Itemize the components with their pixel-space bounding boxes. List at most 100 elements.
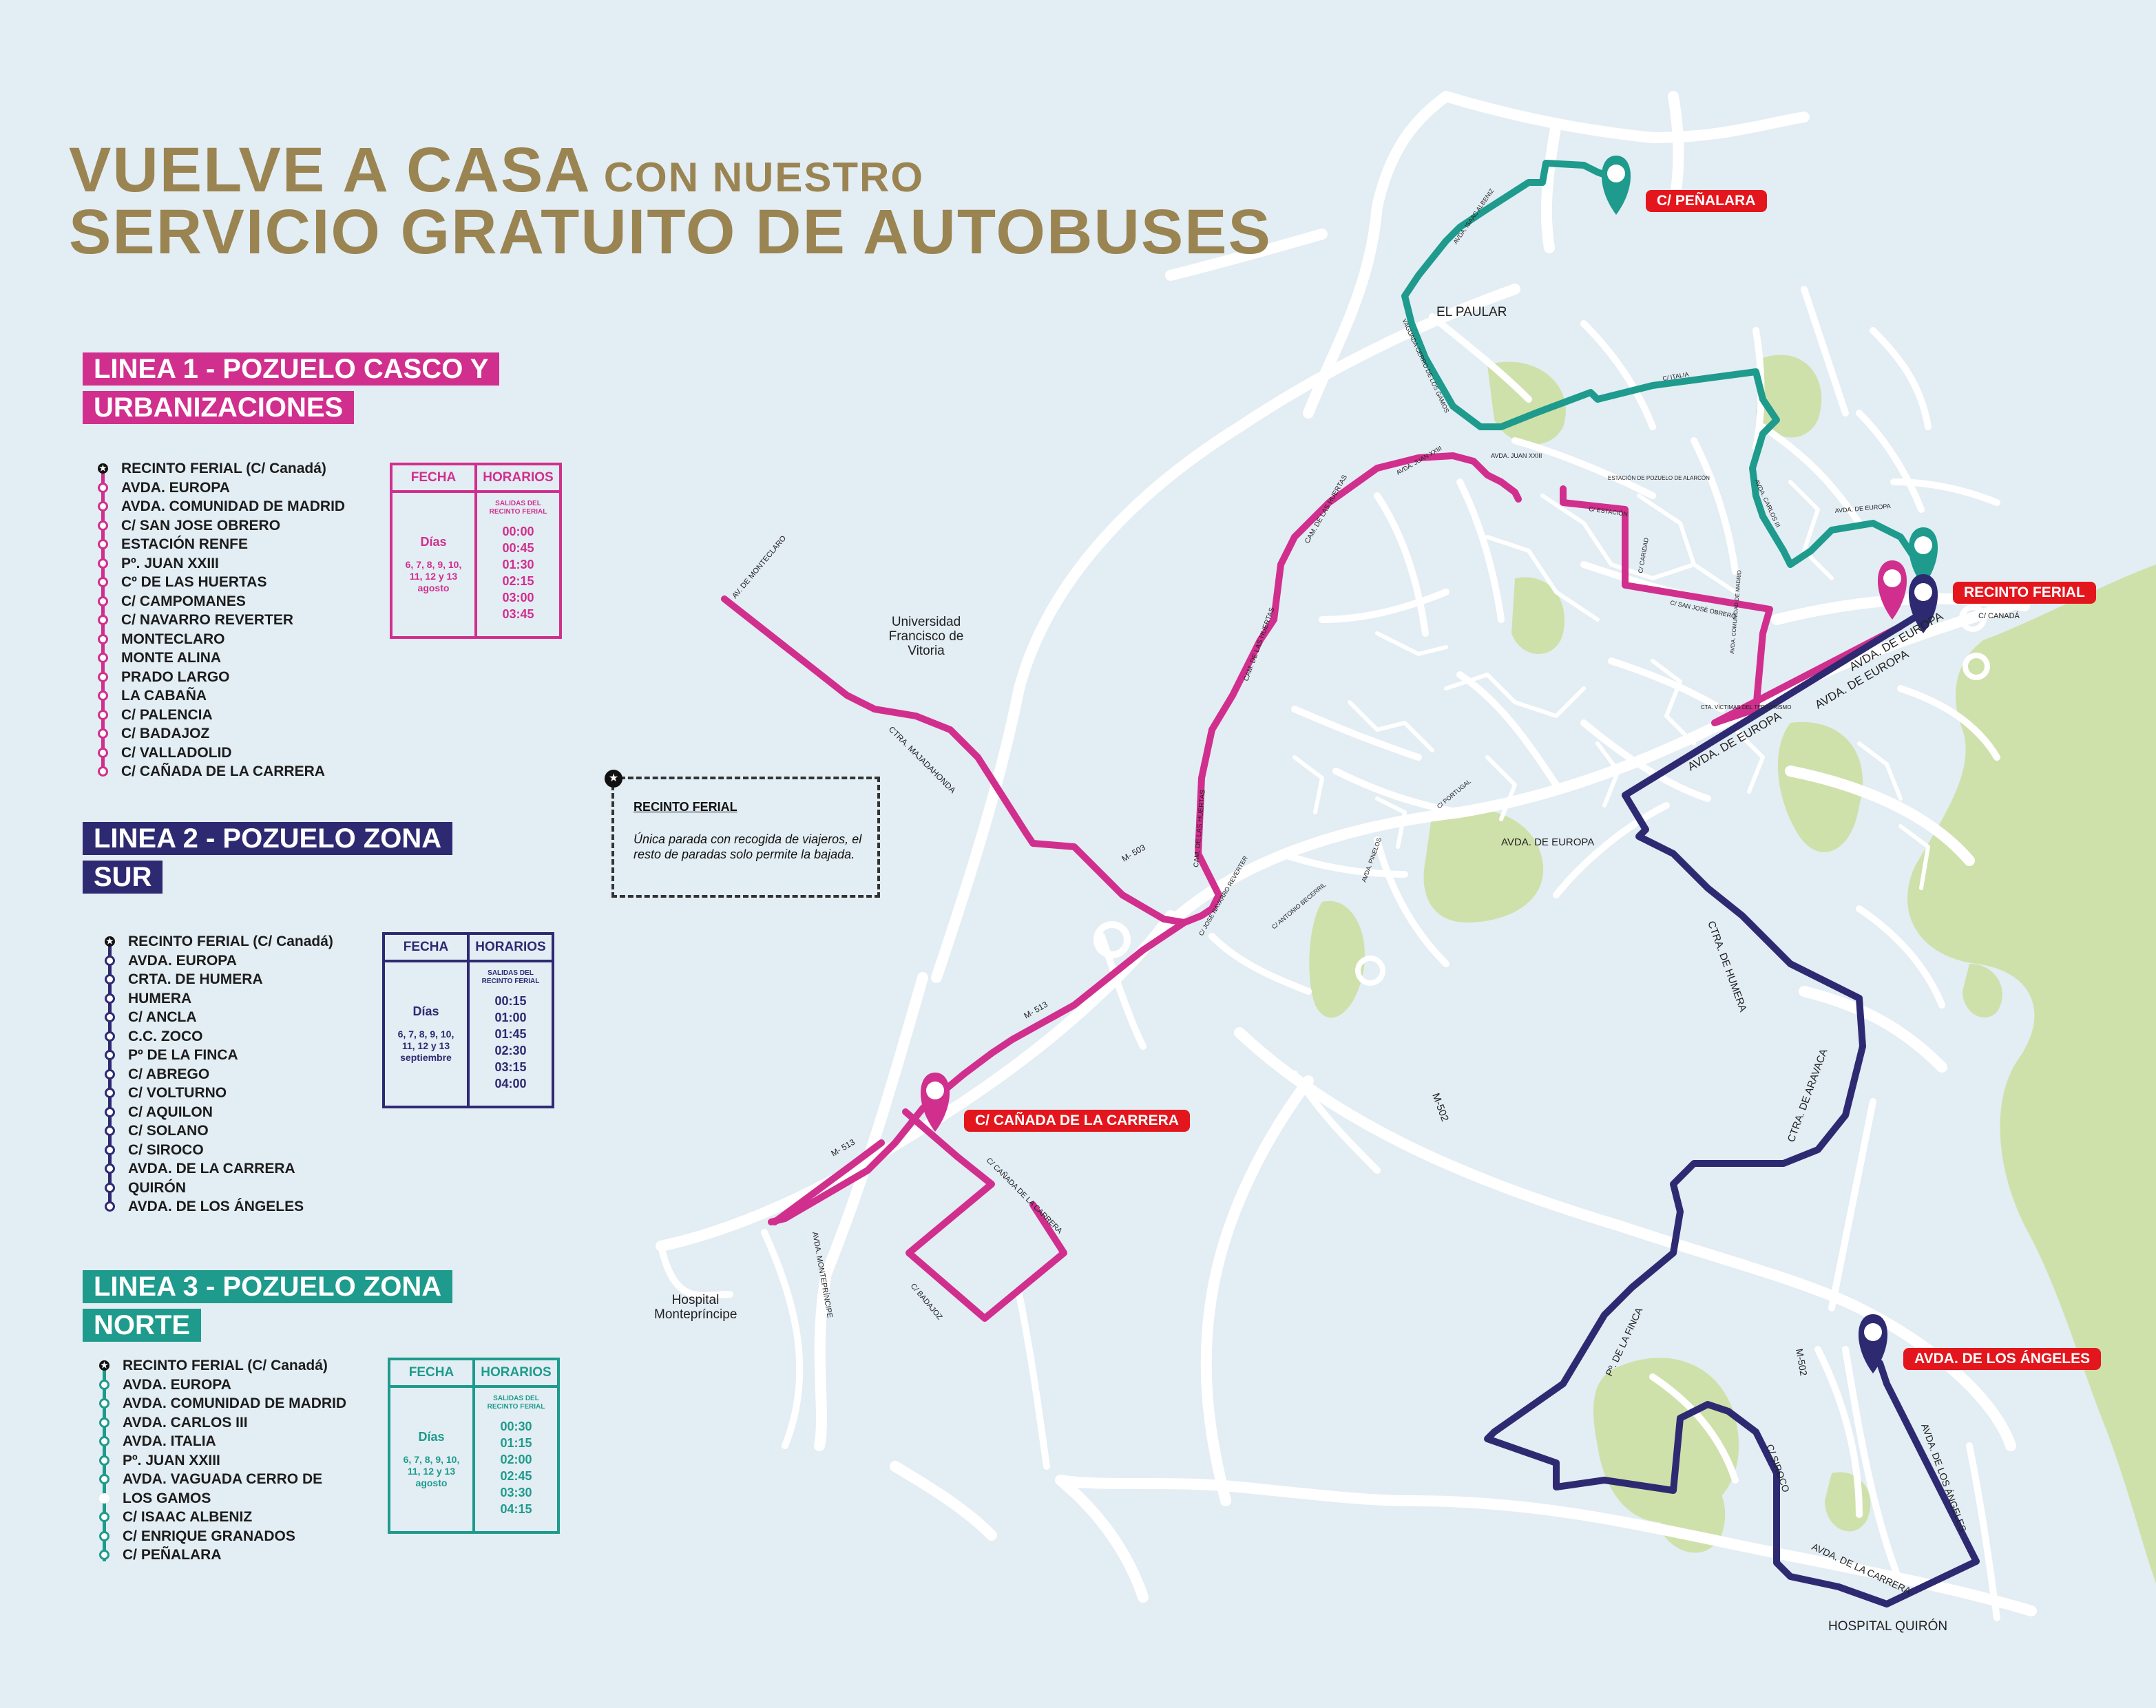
linea-1-stop: AVDA. EUROPA [96,478,345,498]
schedule-time: 01:30 [502,558,534,571]
linea-3-stop: C/ PEÑALARA [98,1546,346,1565]
linea-3-schedule: FECHA HORARIOS Días 6, 7, 8, 9, 10, 11, … [388,1358,560,1534]
schedule-subtitle: SALIDAS DEL RECINTO FERIAL [481,969,540,985]
linea-1-stop: PRADO LARGO [96,668,345,687]
linea-1-route [721,452,1904,1322]
street-c-canada-carrera: C/ CAÑADA DE LA CARRERA [985,1156,1065,1236]
linea-1-stop: C/ VALLADOLID [96,744,345,763]
schedule-time: 00:45 [502,541,534,555]
schedule-time: 02:30 [494,1044,527,1057]
place-hospital-montepr: Hospital Montepríncipe [654,1293,737,1322]
street-c-portugal: C/ PORTUGAL [1436,778,1472,810]
street-m502-a: M-502 [1430,1092,1451,1124]
linea-2-header-2: SUR [83,861,163,894]
note-title: RECINTO FERIAL [634,800,737,814]
linea-2-header: LINEA 2 - POZUELO ZONA SUR [83,822,453,899]
linea-3-stop: LOS GAMOS [98,1489,346,1508]
linea-3-route [1401,160,1925,582]
linea-2-stop: AVDA. DE LA CARRERA [103,1159,333,1179]
street-avda-juan2: AVDA. JUAN XXIII [1491,452,1542,459]
street-ctra-humera: CTRA. DE HUMERA [1705,920,1749,1014]
marker-linea2-recinto [1908,574,1938,633]
schedule-subtitle: SALIDAS DEL RECINTO FERIAL [487,1395,545,1411]
linea-3-stop: C/ ISAAC ALBENIZ [98,1508,346,1527]
street-c-carida: C/ CARIDAD [1637,537,1650,573]
park-center [1423,808,1544,922]
linea-2-stop: C.C. ZOCO [103,1027,333,1046]
street-cam-huertas-3: CAM. DE LAS HUERTAS [1193,789,1207,867]
schedule-time: 02:15 [502,574,534,588]
street-m503: M- 503 [1120,843,1148,864]
schedule-dias-label: Días [412,1004,439,1018]
linea-1-header: LINEA 1 - POZUELO CASCO Y URBANIZACIONES [83,352,500,430]
park-mid [1511,577,1564,654]
street-vaguada: VAGUADA CERRO DE LOS GAMOS [1401,318,1450,414]
schedule-dias-label: Días [420,535,447,549]
linea-1-stop: Cº DE LAS HUERTAS [96,573,345,592]
linea-1-header-1: LINEA 1 - POZUELO CASCO Y [83,352,500,386]
schedule-time: 02:45 [500,1469,532,1483]
street-av-monteclaro: AV. DE MONTECLARO [731,534,788,600]
street-c-canada-small: C/ CANADÁ [1978,611,2020,620]
street-labels: AVDA. DE EUROPA AVDA. DE EUROPA AVDA. DE… [731,187,2020,1596]
schedule-time: 03:30 [500,1486,532,1499]
linea-1-stops: RECINTO FERIAL (C/ Canadá) AVDA. EUROPA … [96,459,345,781]
street-cta-victimas: CTA. VÍCTIMAS DEL TERRORISMO [1701,704,1791,710]
title-big: VUELVE A CASA [69,135,592,205]
place-universidad: Universidad Francisco de Vitoria [888,615,964,658]
stop-label-angeles: AVDA. DE LOS ÁNGELES [1903,1348,2102,1370]
linea-1-stop: MONTE ALINA [96,649,345,668]
linea-3-stop: AVDA. CARLOS III [98,1413,346,1433]
title-small: CON NUESTRO [603,154,925,200]
linea-3-stop: AVDA. COMUNIDAD DE MADRID [98,1394,346,1413]
linea-1-stop: AVDA. COMUNIDAD DE MADRID [96,497,345,516]
marker-canada-carrera [920,1073,950,1132]
linea-2-stop: AVDA. EUROPA [103,951,333,971]
schedule-dias-label: Días [418,1430,445,1444]
linea-2-stop: AVDA. DE LOS ÁNGELES [103,1197,333,1216]
linea-2-stop: RECINTO FERIAL (C/ Canadá) [103,932,333,951]
park-small-1 [1963,964,2002,1018]
linea-3-stops: RECINTO FERIAL (C/ Canadá) AVDA. EUROPA … [98,1356,346,1565]
schedule-time: 00:30 [500,1420,532,1433]
linea-2-header-1: LINEA 2 - POZUELO ZONA [83,822,453,855]
schedule-time: 03:15 [494,1060,527,1074]
schedule-head-fecha: FECHA [393,465,477,490]
street-avda-isaac: AVDA. ISAAC ALBENIZ [1452,187,1495,245]
schedule-subtitle: SALIDAS DEL RECINTO FERIAL [489,500,547,516]
linea-2-route [1484,609,1980,1607]
linea-1-stop: C/ CAMPOMANES [96,592,345,611]
street-m513b: M- 513 [830,1137,857,1159]
linea-2-stop: HUMERA [103,989,333,1009]
linea-2-stop: C/ AQUILON [103,1103,333,1122]
recinto-note: ★ RECINTO FERIAL Única parada con recogi… [605,770,880,898]
stop-label-penalara: C/ PEÑALARA [1646,190,1767,212]
linea-2-stop: C/ VOLTURNO [103,1084,333,1103]
linea-1-stop: C/ BADAJOZ [96,724,345,744]
linea-3-stop: RECINTO FERIAL (C/ Canadá) [98,1356,346,1375]
title-line-2: SERVICIO GRATUITO DE AUTOBUSES [69,197,1272,267]
schedule-time: 01:00 [494,1011,527,1024]
schedule-time: 04:00 [494,1077,527,1090]
park-west [1309,900,1365,1018]
linea-1-stop: ESTACIÓN RENFE [96,535,345,554]
street-m502-b: M-502 [1794,1348,1810,1377]
linea-3-stop: AVDA. VAGUADA CERRO DE [98,1470,346,1489]
linea-3-stop: AVDA. ITALIA [98,1432,346,1451]
schedule-time: 01:45 [494,1027,527,1041]
park-east-hill [1777,721,1863,852]
street-ctra-majadahonda: CTRA. MAJADAHONDA [887,724,958,795]
schedule-time: 03:00 [502,591,534,604]
linea-2-stop: C/ SIROCO [103,1141,333,1160]
linea-3-rail [103,1370,106,1561]
place-el-paular: EL PAULAR [1436,305,1507,319]
schedule-head-fecha: FECHA [390,1360,475,1385]
marker-linea1-recinto [1877,560,1907,620]
schedule-time: 04:15 [500,1502,532,1516]
linea-1-stop: C/ CAÑADA DE LA CARRERA [96,762,345,781]
marker-penalara [1601,156,1631,215]
linea-1-header-2: URBANIZACIONES [83,391,355,424]
street-c-badajoz: C/ BADAJOZ [909,1282,944,1322]
linea-3-header-2: NORTE [83,1309,201,1342]
